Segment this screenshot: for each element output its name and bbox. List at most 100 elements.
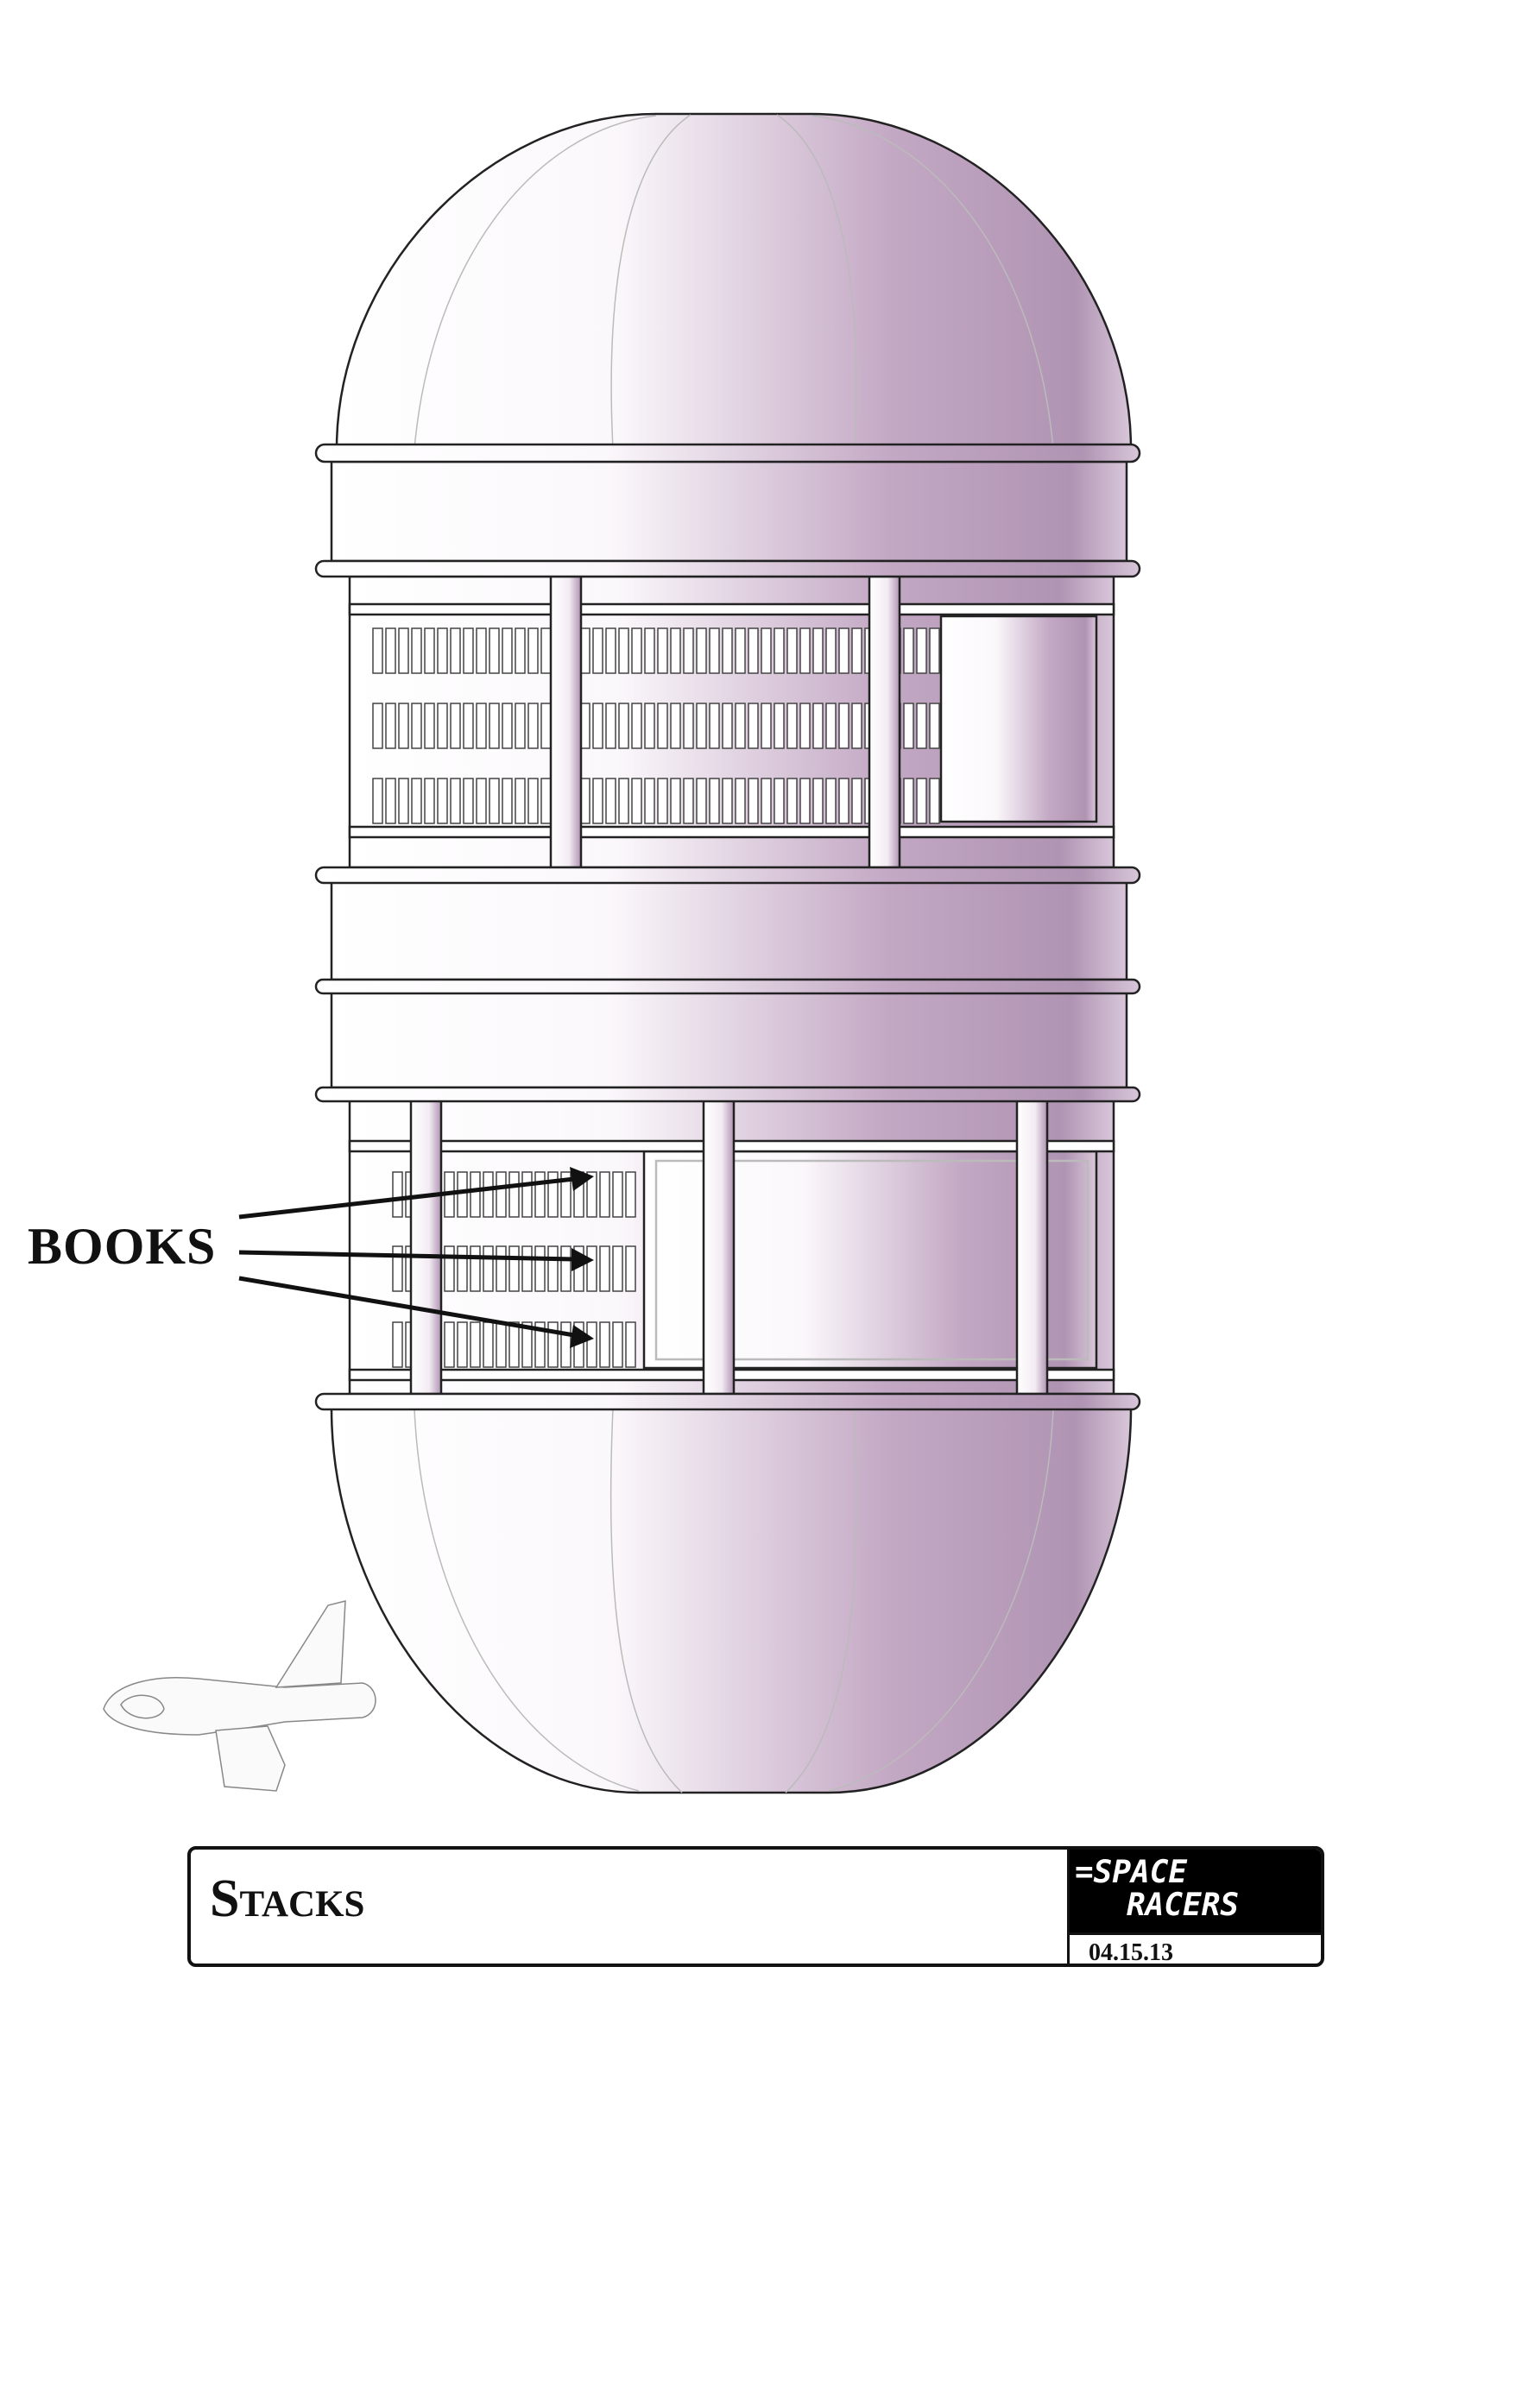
book-spine (586, 1245, 597, 1292)
book-spine (476, 703, 487, 749)
book-spine (489, 778, 500, 824)
book-spine (929, 703, 940, 749)
book-spine (540, 778, 552, 824)
book-spine (786, 778, 798, 824)
dome-seams (414, 114, 1054, 1793)
book-spine (502, 703, 513, 749)
book-spine (774, 627, 785, 674)
logo-line-1: =SPACE (1075, 1855, 1188, 1890)
book-spine (527, 627, 539, 674)
book-spine (463, 703, 474, 749)
book-spine (547, 1171, 559, 1218)
book-spine (631, 703, 642, 749)
book-spine (683, 703, 694, 749)
book-spine (560, 1171, 572, 1218)
book-spine (618, 703, 629, 749)
book-spine (508, 1245, 520, 1292)
logo-line-2: RACERS (1127, 1888, 1240, 1923)
book-spine (534, 1321, 546, 1368)
book-spine (825, 703, 837, 749)
book-spine (735, 778, 746, 824)
book-spine (515, 778, 526, 824)
column (409, 1099, 443, 1396)
book-spine (392, 1171, 403, 1218)
book-spine (392, 1321, 403, 1368)
book-spine (592, 778, 603, 824)
divider (1070, 1932, 1321, 1935)
ring (314, 559, 1141, 578)
book-spine (521, 1171, 533, 1218)
book-spine (385, 703, 396, 749)
book-spine (825, 778, 837, 824)
book-spine (774, 778, 785, 824)
book-spine (398, 627, 409, 674)
book-spine (560, 1321, 572, 1368)
book-spine (599, 1245, 610, 1292)
book-spine (457, 1171, 468, 1218)
book-spine (722, 627, 733, 674)
book-spine (592, 627, 603, 674)
ring (314, 866, 1141, 885)
book-spine (599, 1171, 610, 1218)
book-spine (508, 1171, 520, 1218)
book-spine (722, 703, 733, 749)
door-panel (939, 615, 1098, 823)
book-spine (398, 703, 409, 749)
drawing-title: Stacks (210, 1869, 365, 1928)
book-spine (372, 627, 383, 674)
book-spine (521, 1321, 533, 1368)
book-spine (385, 778, 396, 824)
book-spine (683, 627, 694, 674)
book-spine (470, 1321, 481, 1368)
book-spine (735, 703, 746, 749)
book-spine (547, 1245, 559, 1292)
book-spine (761, 703, 772, 749)
door-panel-inset (654, 1159, 1089, 1361)
book-spine (489, 703, 500, 749)
book-spine (592, 703, 603, 749)
book-spine (372, 778, 383, 824)
book-spine (463, 778, 474, 824)
band (330, 880, 1128, 981)
book-spine (748, 627, 759, 674)
book-spine (722, 778, 733, 824)
book-spine (709, 703, 720, 749)
book-spine (657, 627, 668, 674)
book-spine (774, 703, 785, 749)
drawing-date: 04.15.13 (1089, 1939, 1173, 1966)
book-spine (385, 627, 396, 674)
book-spine (502, 627, 513, 674)
book-spine (411, 778, 422, 824)
book-spine (618, 778, 629, 824)
book-spine (437, 703, 448, 749)
book-spine (631, 778, 642, 824)
book-spine (586, 1171, 597, 1218)
book-spine (424, 778, 435, 824)
book-spine (470, 1245, 481, 1292)
book-spine (411, 627, 422, 674)
book-spine (696, 703, 707, 749)
book-spine (527, 778, 539, 824)
ring (314, 978, 1141, 995)
ring (314, 1086, 1141, 1103)
book-spine (586, 1321, 597, 1368)
book-spine (851, 703, 862, 749)
book-spine (521, 1245, 533, 1292)
title-block: Stacks =SPACE RACERS 04.15.13 (187, 1846, 1324, 1967)
column (549, 575, 583, 869)
book-spine (540, 627, 552, 674)
book-spine (560, 1245, 572, 1292)
book-spine (670, 703, 681, 749)
book-spine (496, 1171, 507, 1218)
callout-arrows (238, 1167, 594, 1348)
book-spine (612, 1321, 623, 1368)
book-spine (625, 1245, 636, 1292)
book-spine (612, 1171, 623, 1218)
book-spine (398, 778, 409, 824)
book-spine (631, 627, 642, 674)
book-spine (483, 1321, 494, 1368)
book-spine (786, 703, 798, 749)
book-spine (825, 627, 837, 674)
book-spine (437, 627, 448, 674)
book-spine (838, 703, 849, 749)
